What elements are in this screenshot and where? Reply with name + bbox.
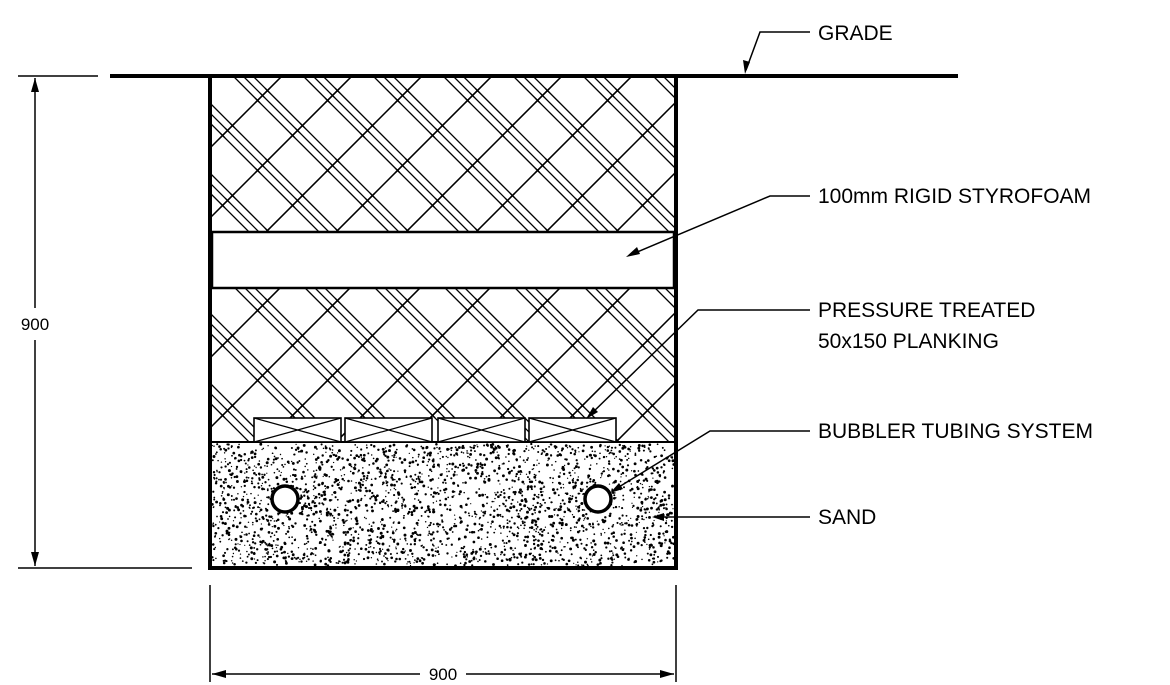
label-styrofoam: 100mm RIGID STYROFOAM <box>818 185 1091 208</box>
label-planking-line2: 50x150 PLANKING <box>818 330 999 353</box>
label-grade: GRADE <box>818 22 893 45</box>
label-planking-line1: PRESSURE TREATED <box>818 299 1035 322</box>
leader-styrofoam <box>626 195 810 257</box>
planking <box>253 417 617 443</box>
backfill-upper <box>210 78 676 232</box>
leader-sand <box>652 513 810 521</box>
label-bubbler: BUBBLER TUBING SYSTEM <box>818 420 1093 443</box>
label-sand: SAND <box>818 506 876 529</box>
bubbler-tube-right <box>583 484 613 514</box>
dimension-height-text: 900 <box>21 315 49 334</box>
leader-planking <box>586 309 810 419</box>
backfill-lower <box>210 288 676 442</box>
dimension-vertical: 900 <box>18 75 192 569</box>
styrofoam-band <box>210 230 676 290</box>
trench-outline <box>208 76 678 570</box>
dimension-width-text: 900 <box>429 665 457 684</box>
dimension-horizontal: 900 <box>209 585 677 684</box>
bubbler-tube-left <box>270 484 300 514</box>
leader-bubbler <box>610 430 810 493</box>
leader-grade <box>743 31 810 74</box>
